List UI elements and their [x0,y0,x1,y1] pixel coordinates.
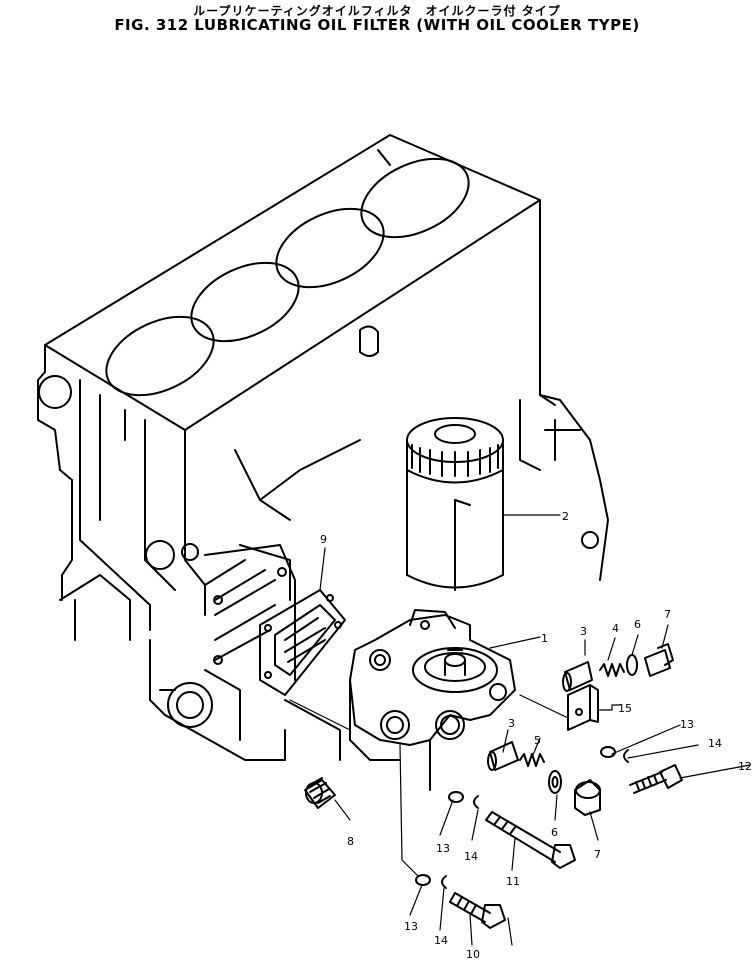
engine-block [37,134,609,761]
callout-13-low: 13 [404,920,418,933]
lower-fasteners [415,791,576,929]
callout-3-lower: 3 [508,717,515,730]
callout-1: 1 [541,632,548,645]
callout-2: 2 [562,510,569,523]
cylinder-bore [105,315,215,397]
callout-5: 5 [534,734,541,747]
callout-7: 7 [664,608,671,621]
callout-6-lower: 6 [551,826,558,839]
callout-10: 10 [466,948,480,961]
connector [304,777,336,809]
oil-filter-cartridge [406,417,504,591]
callout-9: 9 [320,533,327,546]
callout-13-mid: 13 [436,842,450,855]
callout-labels: 2 1 3 4 6 7 9 15 3 5 13 14 12 8 13 14 6 … [320,510,752,961]
callout-13: 13 [680,718,694,731]
callout-14-low: 14 [434,934,448,947]
callout-14-mid: 14 [464,850,478,863]
callout-3: 3 [580,625,587,638]
cylinder-bore [275,207,385,289]
figure-title-japanese: ループリケーティングオイルフィルタ オイルクーラ付 タイプ [193,4,561,18]
filter-head-bracket [349,609,516,791]
cylinder-bore [360,157,470,239]
callout-15: 15 [618,702,632,715]
oil-cooler-gasket [259,589,346,696]
callout-14: 14 [708,737,722,750]
callout-6: 6 [634,618,641,631]
callout-7-lower: 7 [594,848,601,861]
callout-8: 8 [347,835,354,848]
callout-4: 4 [612,622,619,635]
figure-title: FIG. 312 LUBRICATING OIL FILTER (WITH OI… [114,16,640,34]
cylinder-bore [190,261,300,343]
figure-header: ループリケーティングオイルフィルタ オイルクーラ付 タイプ FIG. 312 L… [0,0,754,40]
callout-11: 11 [506,875,520,888]
leader-lines [289,514,751,946]
relief-valve-parts [487,643,683,816]
callout-12: 12 [738,760,752,773]
